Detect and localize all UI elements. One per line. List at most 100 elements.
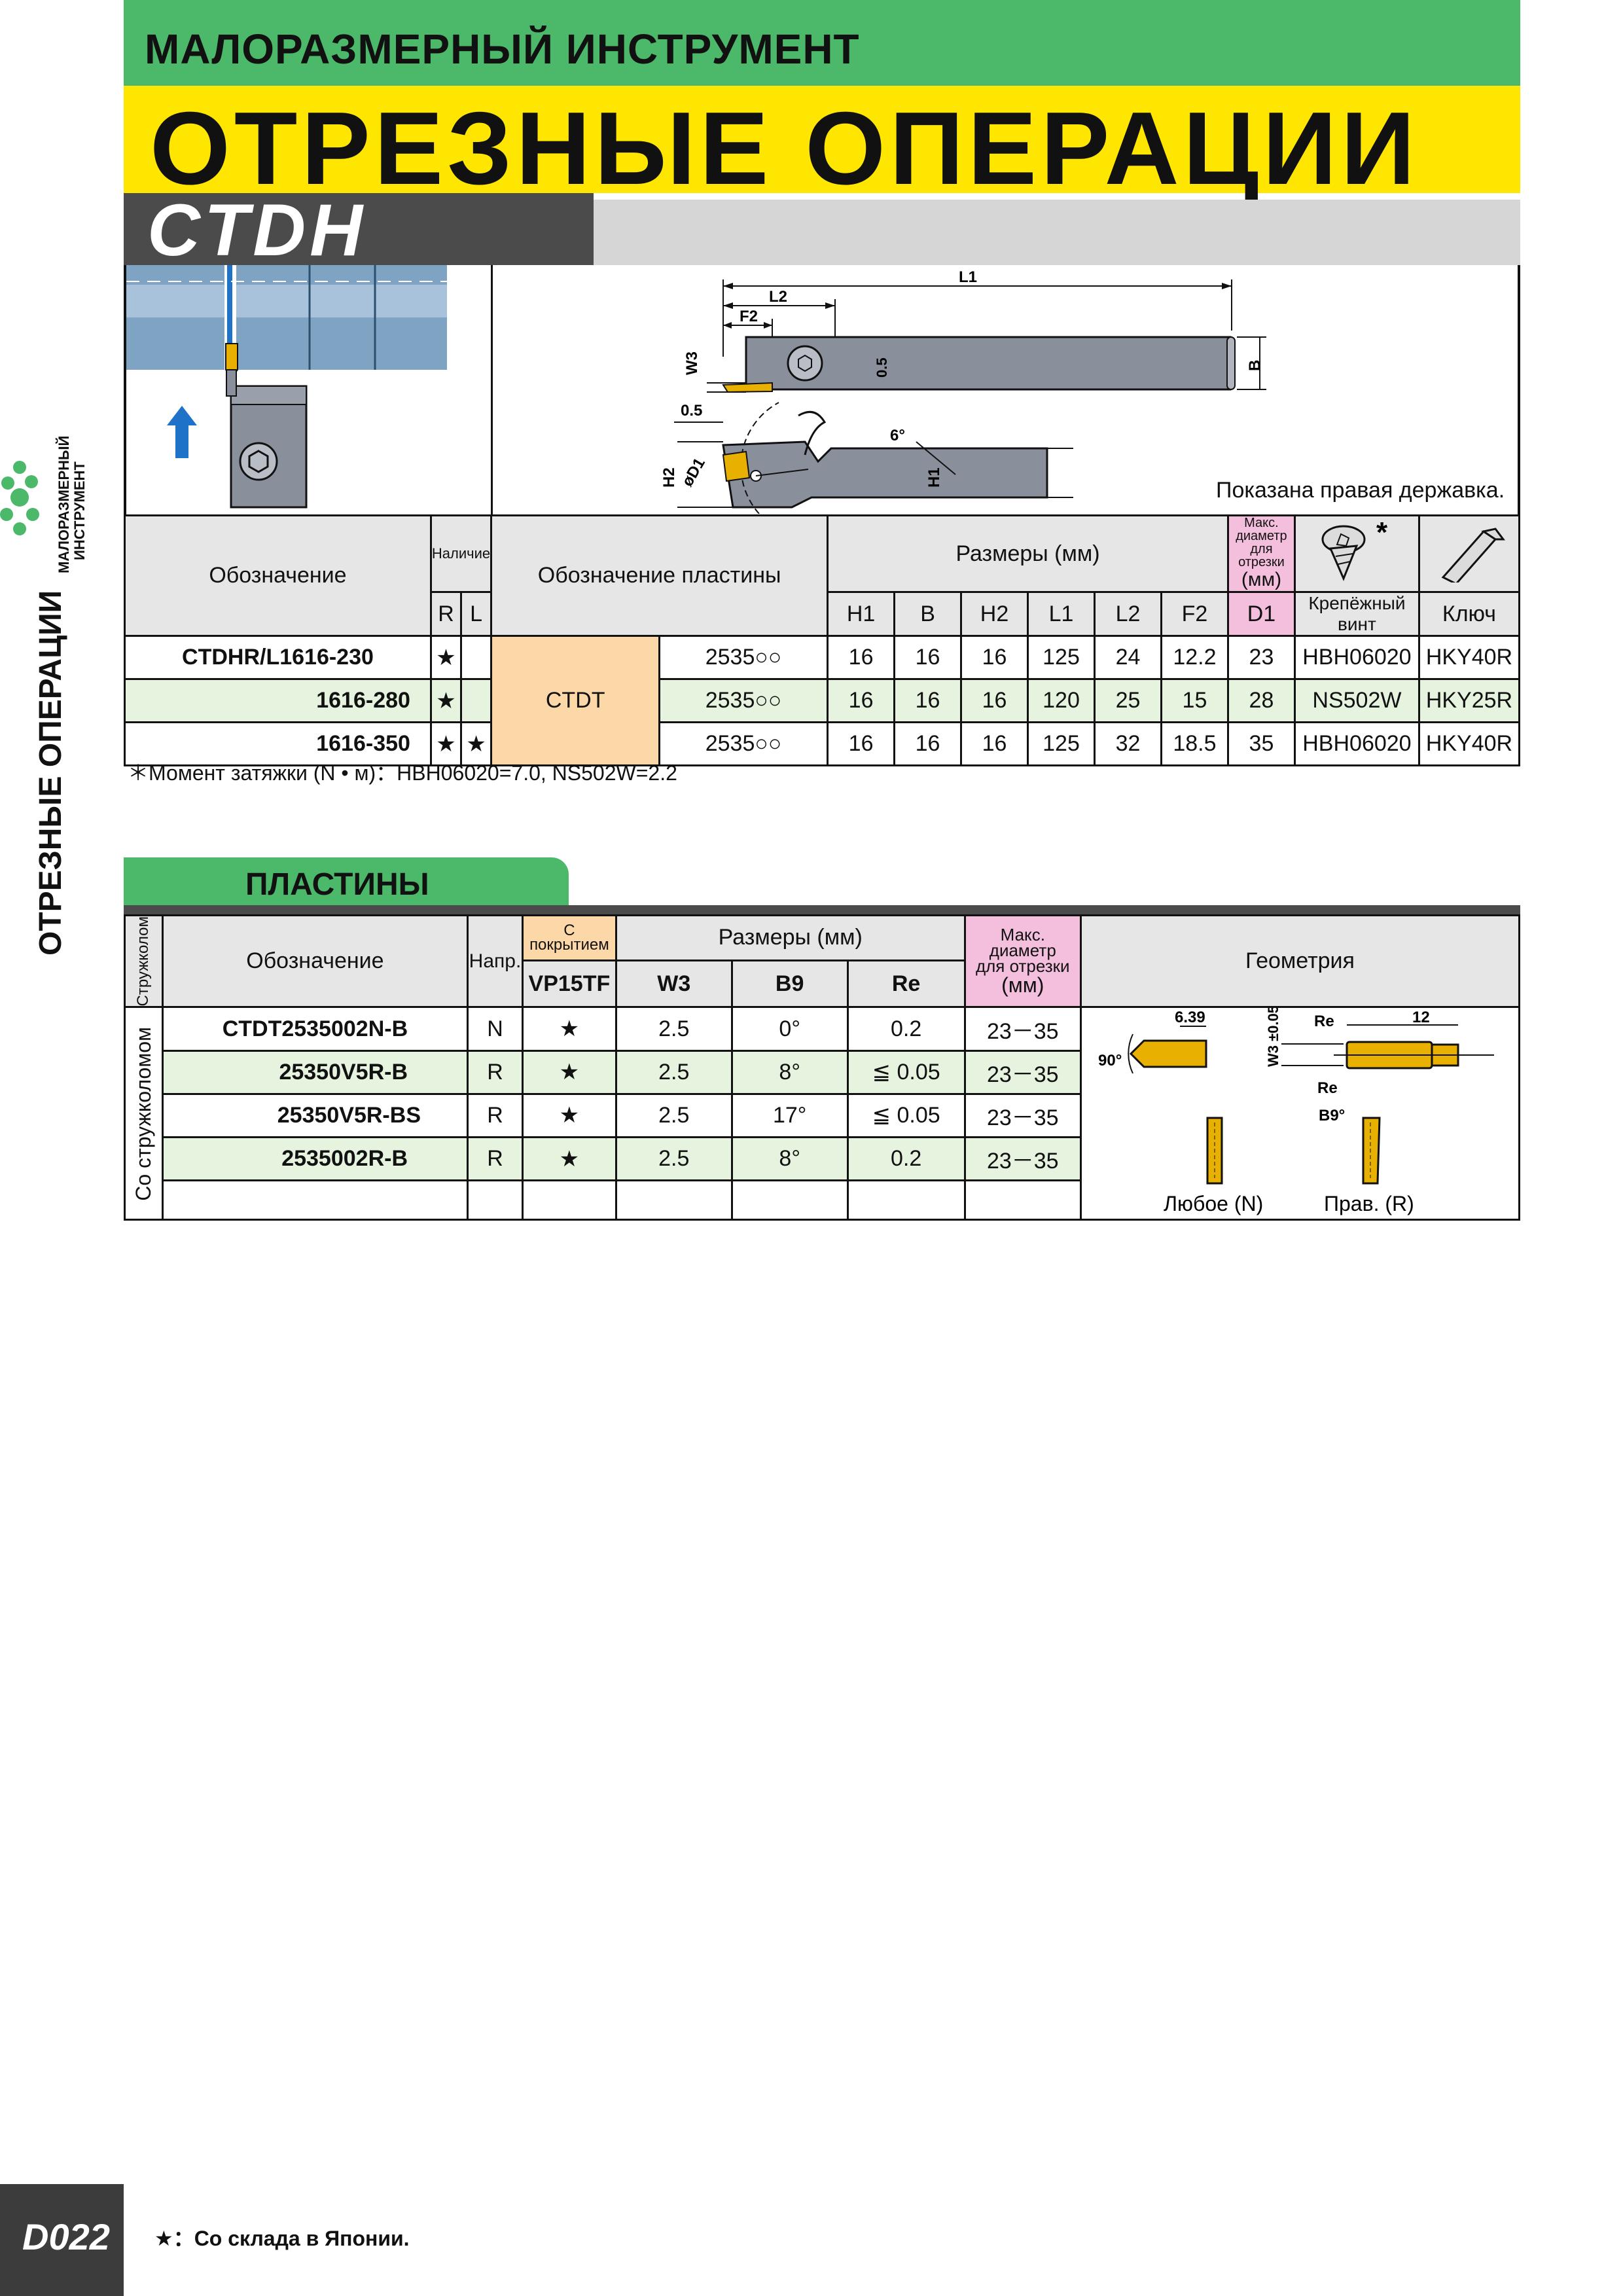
plate-W3: 2.5 (615, 1136, 733, 1182)
col-screw: Крепёжный винт (1293, 591, 1420, 637)
col-grade: VP15TF (521, 959, 617, 1009)
cell-H1: 16 (827, 721, 896, 766)
plates-bar (124, 905, 1520, 914)
col-B9: B9 (730, 959, 849, 1009)
cell-L1: 120 (1027, 678, 1096, 723)
insert-geometry-drawing: 90° 6.39 Любое (N) W3 ±0.05 Re 12 Re (1098, 1008, 1494, 1215)
col-geometry: Геометрия (1079, 914, 1521, 1009)
series-band-grey (594, 200, 1520, 265)
table-row: 2535002R-B R ★ 2.5 8° 0.2 23－35 (125, 1136, 1520, 1182)
cell-H1: 16 (827, 678, 896, 723)
plate-dir: N (467, 1006, 524, 1052)
col-direction: Напр. (467, 914, 524, 1009)
plate-W3: 2.5 (615, 1006, 733, 1052)
plate-range: 23－35 (963, 1136, 1082, 1182)
plate-B9: 17° (730, 1092, 849, 1139)
avail-L: ★ (460, 721, 493, 766)
cell-H2: 16 (960, 721, 1029, 766)
empty-cell (730, 1179, 849, 1221)
plate-dir: R (467, 1092, 524, 1139)
cell-D1: 28 (1226, 678, 1296, 723)
col-R: R (429, 591, 463, 637)
col-L2: L2 (1094, 591, 1162, 637)
cell-F2: 18.5 (1160, 721, 1229, 766)
col-key: Ключ (1418, 591, 1521, 637)
dim-H2: H2 (660, 467, 678, 488)
plate-Re: ≦ 0.05 (846, 1092, 966, 1139)
cell-B: 16 (893, 678, 963, 723)
geom-label-right: Прав. (R) (1324, 1192, 1414, 1215)
page-title: ОТРЕЗНЫЕ ОПЕРАЦИИ (150, 91, 1419, 206)
plate-grade: ★ (521, 1092, 617, 1139)
side-logo-text: МАЛОРАЗМЕРНЫЙ ИНСТРУМЕНТ (56, 436, 88, 573)
max-diam-line2: диаметр (1236, 529, 1287, 543)
plate-dir: R (467, 1136, 524, 1182)
table-row-empty (125, 1179, 1520, 1221)
cell-screw: NS502W (1293, 678, 1420, 723)
col-insert-designation: Обозначение пластины (490, 514, 829, 637)
max-diam-line1: Макс. (1244, 516, 1279, 530)
col-chipbreaker: Стружколом (124, 914, 164, 1009)
side-logo: МАЛОРАЗМЕРНЫЙ ИНСТРУМЕНТ (0, 436, 93, 576)
title-band: ОТРЕЗНЫЕ ОПЕРАЦИИ (124, 86, 1520, 206)
figure-divider (491, 265, 493, 515)
insert-group: CTDT (490, 635, 661, 766)
geometry-cell: 90° 6.39 Любое (N) W3 ±0.05 Re 12 Re (1079, 1006, 1521, 1221)
dim-W3: W3 (683, 351, 701, 375)
plate-W3: 2.5 (615, 1049, 733, 1095)
plate-Re: 0.2 (846, 1136, 966, 1182)
cell-B: 16 (893, 635, 963, 680)
col-plate-designation: Обозначение (161, 914, 469, 1009)
geom-dim-12: 12 (1412, 1009, 1430, 1026)
series-band: CTDH (124, 189, 594, 271)
holder-dimension-drawing: L1 L2 F2 W3 B 0.5 0.5 øD1 H2 6° H1 (660, 268, 1266, 514)
col-coated: С покрытием (521, 914, 617, 961)
col-Re: Re (846, 959, 966, 1009)
plate-Re: ≦ 0.05 (846, 1049, 966, 1095)
plate-max-line1: Макс. (1000, 924, 1045, 944)
cell-H2: 16 (960, 635, 1029, 680)
page-number: D022 (22, 2216, 110, 2257)
plate-W3: 2.5 (615, 1092, 733, 1139)
avail-R: ★ (429, 678, 463, 723)
cell-screw: HBH06020 (1293, 635, 1420, 680)
plate-max-line4: (мм) (1001, 973, 1044, 997)
table-row: CTDHR/L1616-230 ★ CTDT 2535○○ 16 16 16 1… (124, 635, 1521, 766)
hex-key-icon (1441, 527, 1505, 585)
plate-B9: 8° (730, 1136, 849, 1182)
plate-Re: 0.2 (846, 1006, 966, 1052)
insert-code: 2535○○ (658, 635, 829, 680)
cell-key: HKY40R (1418, 721, 1521, 766)
col-B: B (893, 591, 963, 637)
dim-L1: L1 (959, 268, 977, 286)
empty-cell (963, 1179, 1082, 1221)
cell-F2: 12.2 (1160, 635, 1229, 680)
dim-H1: H1 (925, 467, 943, 488)
figure-caption: Показана правая державка. (1216, 478, 1505, 503)
chipbreaker-label: Стружколом (134, 916, 152, 1007)
plate-range: 23－35 (963, 1092, 1082, 1139)
dim-0-5-vertical: 0.5 (874, 357, 890, 378)
col-H1: H1 (827, 591, 896, 637)
side-logo-line-1: МАЛОРАЗМЕРНЫЙ (56, 435, 72, 573)
geom-label-any: Любое (N) (1164, 1192, 1263, 1215)
max-diam-line4: (мм) (1241, 569, 1282, 590)
cell-L2: 25 (1094, 678, 1162, 723)
table-row: 1616-350 ★ ★ 2535○○ 16 16 16 125 32 18.5… (124, 721, 1521, 766)
torque-note: ＊Момент затяжки (N • м)：HBH06020=7.0, NS… (128, 761, 677, 785)
screw-icon: * (1321, 516, 1388, 581)
geom-dim-639: 6.39 (1175, 1009, 1205, 1026)
plate-range: 23－35 (963, 1006, 1082, 1052)
cell-screw: HBH06020 (1293, 721, 1420, 766)
holder-table: Обозначение Наличие Обозначение пластины… (124, 514, 1521, 766)
screw-star: * (1376, 520, 1388, 548)
screw-icon-cell: * (1293, 514, 1420, 593)
cell-F2: 15 (1160, 678, 1229, 723)
feed-arrow-shaft (175, 422, 188, 458)
table-row: 25350V5R-BS R ★ 2.5 17° ≦ 0.05 23－35 (125, 1092, 1520, 1139)
col-plate-max: Макс. диаметр для отрезки (мм) (963, 914, 1082, 1009)
plate-designation: 25350V5R-BS (161, 1092, 469, 1139)
dim-B: B (1246, 360, 1264, 371)
holder-designation: CTDHR/L1616-230 (124, 635, 432, 680)
col-L: L (460, 591, 493, 637)
